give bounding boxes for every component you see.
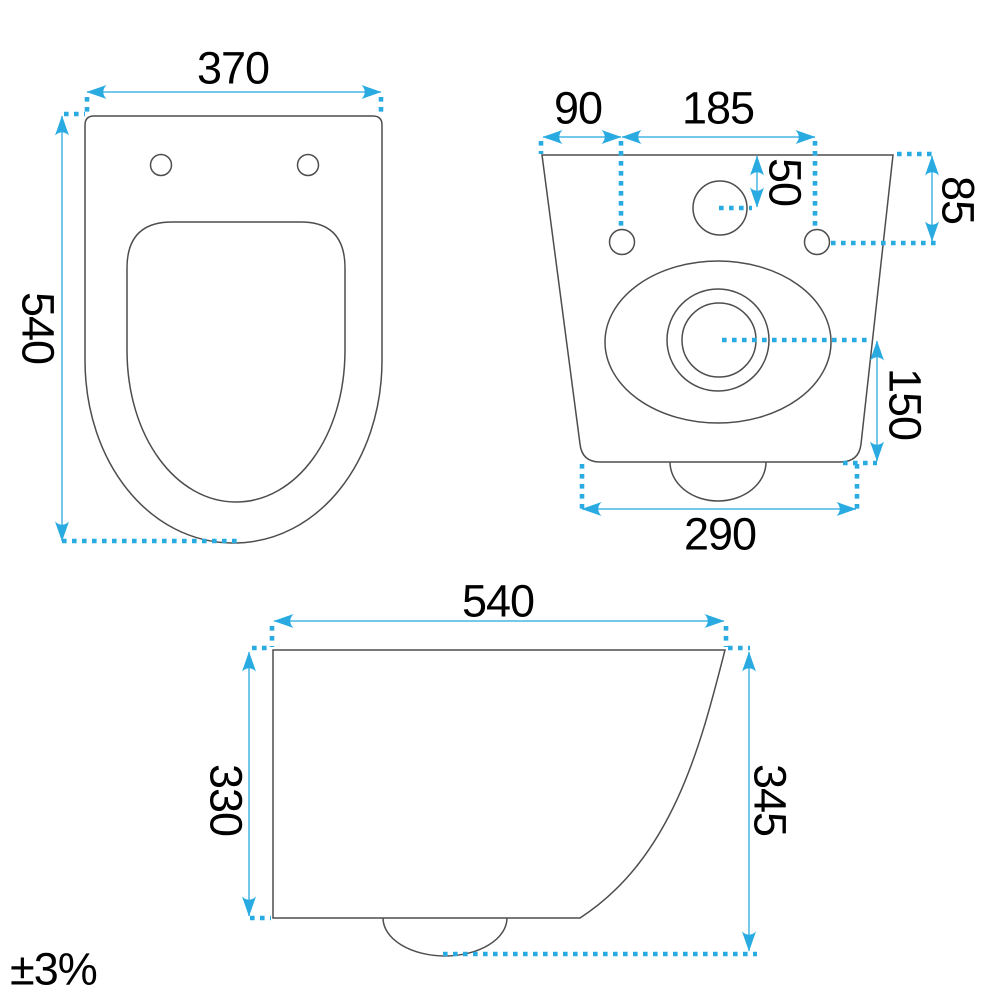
dim-rear-hole-spacing: 185	[618, 83, 818, 229]
rear-view-outlet-outer	[666, 288, 770, 392]
rear-view: 90 185 50 85 150	[538, 83, 984, 560]
dim-label-side-front-height: 330	[201, 764, 252, 836]
dim-label-top-width: 370	[197, 43, 269, 94]
dim-label-side-depth: 540	[462, 576, 534, 627]
dim-side-depth: 540	[269, 576, 729, 647]
rear-view-fixing-hole-right	[803, 228, 831, 256]
dim-side-overall-height: 345	[443, 645, 796, 957]
top-view-hinge-hole-right	[296, 153, 320, 177]
top-view: 370 540	[13, 43, 384, 544]
dim-label-rear-base-width: 290	[684, 509, 756, 560]
dim-rear-base-width: 290	[579, 464, 860, 560]
rear-view-bowl-ellipse	[604, 260, 832, 424]
dim-label-rear-hole-spacing: 185	[682, 83, 754, 134]
top-view-hinge-hole-left	[149, 153, 173, 177]
dim-label-rear-hole-offset: 90	[554, 83, 602, 134]
dim-top-width: 370	[84, 43, 384, 114]
dim-rear-holes-drop: 85	[831, 151, 984, 246]
side-view-body-outline	[272, 649, 726, 919]
dim-label-rear-inlet-offset: 50	[760, 158, 811, 206]
dim-label-top-length: 540	[13, 292, 64, 364]
dim-side-front-height: 330	[201, 645, 271, 921]
top-view-outer-outline	[84, 115, 383, 544]
rear-view-fixing-hole-left	[608, 228, 636, 256]
dim-rear-inlet-offset: 50	[719, 155, 811, 211]
rear-view-inlet-hole	[692, 180, 748, 236]
rear-view-body-outline	[541, 154, 894, 463]
top-view-seat-opening-outline	[126, 221, 346, 503]
side-view: 540 330 345	[201, 576, 796, 957]
dim-rear-outlet-drop: 150	[722, 337, 931, 466]
dim-rear-hole-offset: 90	[538, 83, 622, 154]
side-view-drain-arc	[382, 917, 508, 957]
dim-top-length: 540	[13, 111, 237, 544]
dim-label-side-overall-height: 345	[745, 764, 796, 836]
dim-label-rear-holes-drop: 85	[933, 176, 984, 224]
tolerance-note: ±3%	[10, 944, 97, 995]
dim-label-rear-outlet-drop: 150	[880, 368, 931, 440]
rear-view-drain-arc	[669, 461, 767, 502]
